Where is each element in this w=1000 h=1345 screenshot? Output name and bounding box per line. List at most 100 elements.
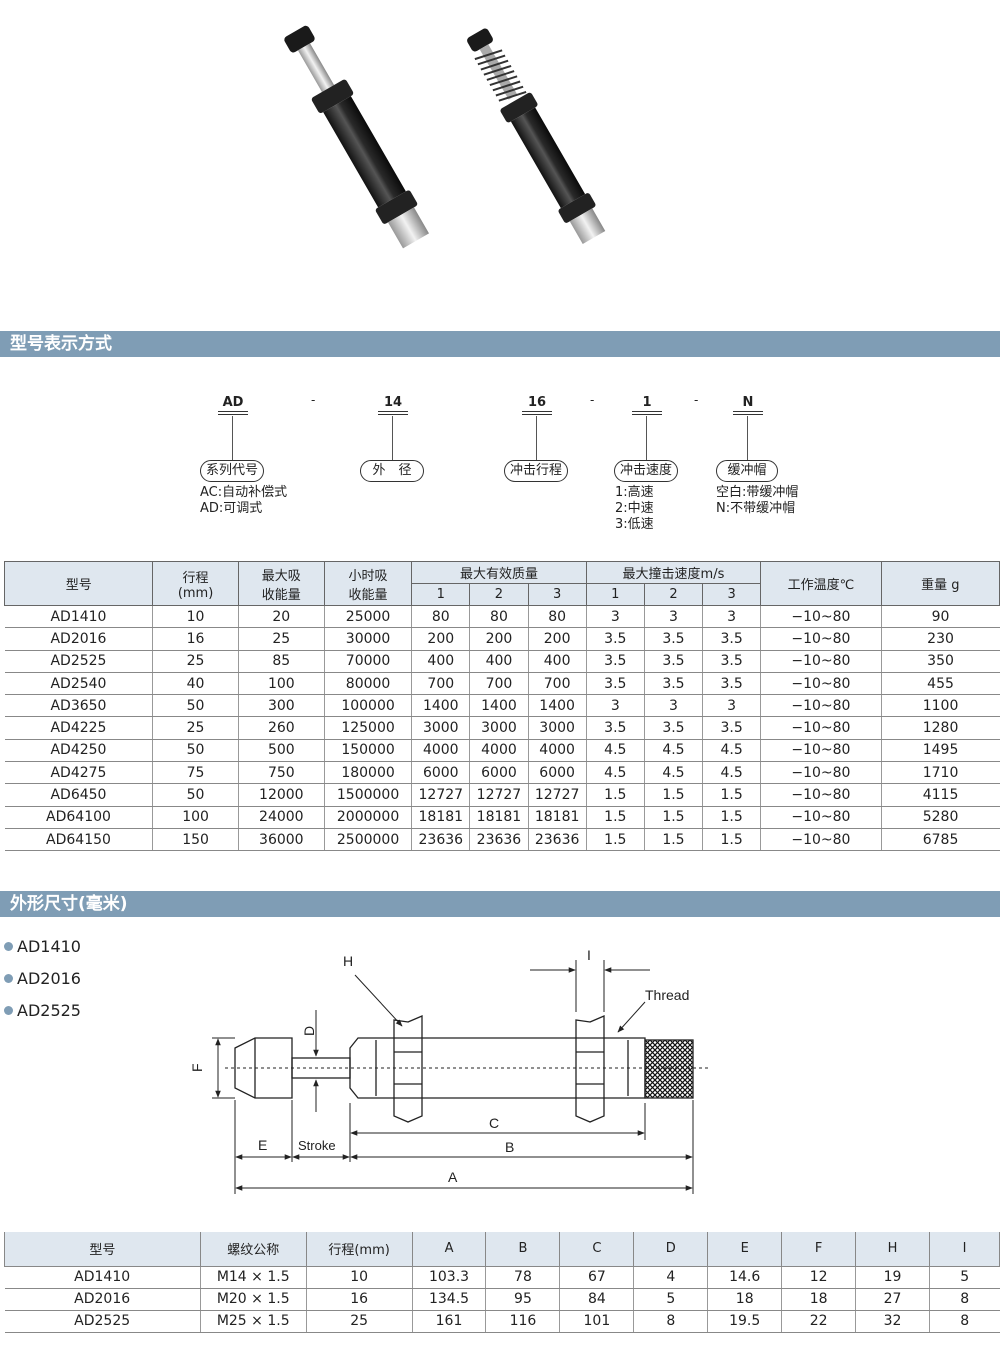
table-cell: 180000: [323, 761, 412, 785]
table-cell: 25: [305, 1310, 413, 1333]
table-cell: 1100: [880, 694, 1000, 718]
table-cell: 200: [411, 627, 470, 651]
table-cell: AD64100: [4, 806, 153, 829]
spec-header-hour-energy-line: 收能量: [348, 587, 388, 603]
table-cell: 16: [305, 1288, 413, 1311]
table-cell: 1400: [469, 694, 529, 718]
table-cell: 700: [469, 672, 529, 696]
desc-series: AC:自动补偿式 AD:可调式: [200, 485, 287, 517]
spec-header-hour-energy-line: 小时吸: [348, 568, 388, 584]
table-cell: 116: [485, 1310, 560, 1333]
table-cell: −10~80: [760, 627, 882, 651]
underline-cap: [733, 411, 763, 415]
table-cell: 40: [152, 672, 239, 696]
label-F: F: [189, 1063, 205, 1072]
table-cell: 3.5: [585, 716, 645, 740]
list-item-label: AD1410: [17, 937, 81, 956]
table-cell: 78: [485, 1266, 560, 1289]
table-cell: AD2525: [4, 1310, 201, 1333]
connector-diameter: [392, 416, 393, 461]
table-cell: 1.5: [702, 783, 761, 807]
code-stroke: 16: [527, 395, 547, 410]
table-cell: 80: [411, 605, 470, 629]
spec-subheader: 1: [411, 583, 471, 606]
table-cell: 260: [237, 716, 325, 740]
desc-cap: 空白:带缓冲帽 N:不带缓冲帽: [716, 485, 798, 517]
table-cell: −10~80: [760, 716, 882, 740]
label-C: C: [489, 1115, 499, 1131]
label-H: H: [343, 953, 353, 969]
model-code-diagram: AD 14 16 1 N - - - 系列代号 外 径 冲击行程 冲击速度 缓冲…: [0, 380, 1000, 540]
table-cell: 1280: [880, 716, 1000, 740]
code-speed: 1: [642, 395, 652, 410]
table-cell: 1500000: [323, 783, 412, 807]
underline-speed: [632, 411, 662, 415]
table-cell: 1400: [527, 694, 587, 718]
list-item-label: AD2016: [17, 969, 81, 988]
table-cell: 22: [781, 1310, 856, 1333]
table-cell: 3.5: [585, 627, 645, 651]
table-cell: 3.5: [702, 627, 761, 651]
table-cell: AD4275: [4, 761, 153, 785]
spec-header-hour-energy: 小时吸 收能量: [323, 561, 413, 606]
table-cell: 400: [527, 650, 587, 673]
table-cell: −10~80: [760, 739, 882, 763]
connector-stroke: [536, 416, 537, 461]
table-cell: 4.5: [643, 739, 703, 763]
table-cell: 2000000: [323, 806, 412, 829]
table-cell: 1710: [880, 761, 1000, 785]
bullet-dot-icon: [4, 974, 13, 983]
table-cell: −10~80: [760, 761, 882, 785]
dim-header-cell: 行程(mm): [305, 1232, 413, 1267]
table-cell: 5280: [880, 806, 1000, 829]
label-stroke: 冲击行程: [504, 460, 568, 482]
table-cell: AD6450: [4, 783, 153, 807]
dim-header-cell: E: [707, 1232, 783, 1267]
desc-speed-line: 2:中速: [615, 501, 654, 516]
spec-subheader: 3: [702, 583, 762, 606]
list-item-label: AD2525: [17, 1001, 81, 1020]
table-cell: 134.5: [411, 1288, 486, 1311]
bullet-dot-icon: [4, 942, 13, 951]
table-cell: 3.5: [585, 650, 645, 673]
table-cell: 4.5: [702, 739, 761, 763]
table-cell: 3.5: [643, 627, 703, 651]
underline-series: [218, 411, 248, 415]
table-cell: M25 × 1.5: [199, 1310, 307, 1333]
table-cell: −10~80: [760, 672, 882, 696]
table-cell: 6000: [411, 761, 470, 785]
table-cell: 700: [411, 672, 470, 696]
label-A: A: [448, 1169, 458, 1185]
table-cell: 125000: [323, 716, 412, 740]
table-cell: 101: [559, 1310, 634, 1333]
table-cell: 1400: [411, 694, 470, 718]
code-series: AD: [222, 395, 244, 410]
label-stroke: Stroke: [298, 1138, 336, 1153]
label-B: B: [505, 1139, 514, 1155]
knurl-end: [644, 1039, 694, 1099]
table-cell: 25: [152, 716, 239, 740]
table-cell: 4000: [527, 739, 587, 763]
connector-speed: [646, 416, 647, 461]
table-cell: 3.5: [643, 716, 703, 740]
table-cell: AD4225: [4, 716, 153, 740]
dash-2: -: [590, 393, 595, 407]
table-cell: 400: [411, 650, 470, 673]
table-cell: 400: [469, 650, 529, 673]
table-cell: 18: [707, 1288, 782, 1311]
table-cell: 100: [152, 806, 239, 829]
list-item: AD2016: [4, 969, 81, 1001]
table-cell: −10~80: [760, 694, 882, 718]
table-cell: AD1410: [4, 605, 153, 629]
label-cap: 缓冲帽: [716, 460, 778, 482]
table-cell: M20 × 1.5: [199, 1288, 307, 1311]
table-cell: −10~80: [760, 828, 882, 852]
table-cell: 23636: [411, 828, 470, 852]
